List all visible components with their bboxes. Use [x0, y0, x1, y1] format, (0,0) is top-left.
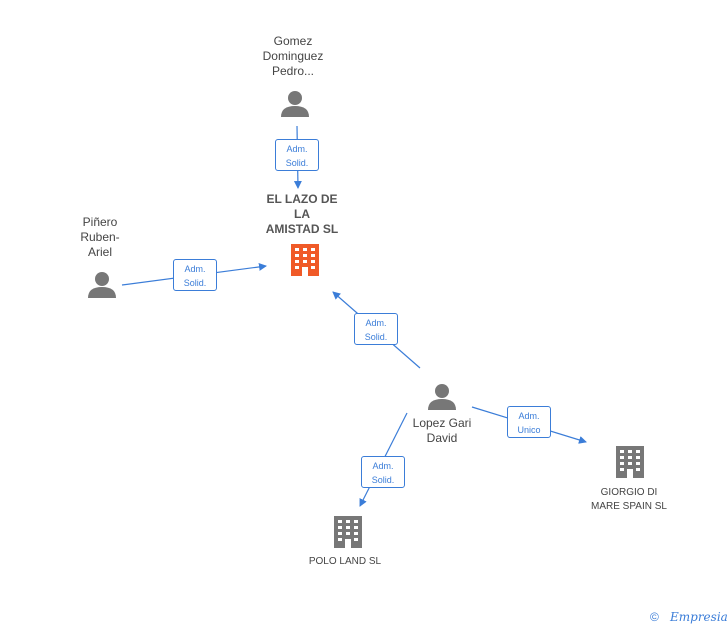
company-icon-polo[interactable] — [334, 516, 362, 548]
company-label-lazo[interactable]: EL LAZO DE LA AMISTAD SL — [265, 192, 339, 236]
copyright-icon: © — [650, 610, 659, 624]
role-badge-lopez-lazo: Adm. Solid. — [354, 313, 398, 345]
company-label-polo[interactable]: POLO LAND SL — [308, 556, 382, 567]
company-label-giorgio[interactable]: GIORGIO DI MARE SPAIN SL — [591, 487, 667, 512]
person-icon-pinero[interactable] — [88, 272, 116, 298]
brand-logo[interactable]: Empresia — [670, 610, 728, 624]
company-icon-lazo[interactable] — [291, 244, 319, 276]
role-badge-lopez-polo: Adm. Solid. — [361, 456, 405, 488]
role-badge-lopez-giorgio: Adm. Unico — [507, 406, 551, 438]
person-label-gomez[interactable]: Gomez Dominguez Pedro... — [262, 34, 324, 78]
role-badge-gomez-lazo: Adm. Solid. — [275, 139, 319, 171]
person-label-pinero[interactable]: Piñero Ruben- Ariel — [80, 215, 120, 259]
role-badge-pinero-lazo: Adm. Solid. — [173, 259, 217, 291]
person-label-lopez[interactable]: Lopez Gari David — [412, 416, 472, 445]
person-icon-lopez[interactable] — [428, 384, 456, 410]
company-icon-giorgio[interactable] — [616, 446, 644, 478]
person-icon-gomez[interactable] — [281, 91, 309, 117]
